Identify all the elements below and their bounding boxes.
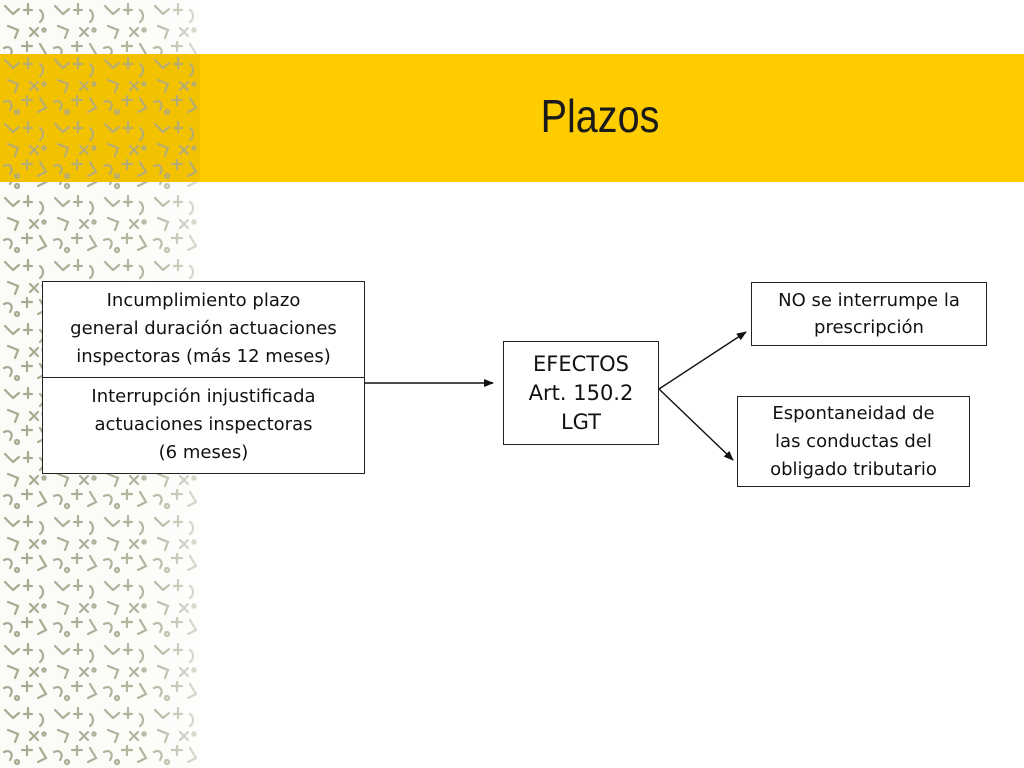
efectos-line-3: LGT bbox=[560, 409, 602, 434]
slide-title: Plazos bbox=[540, 90, 660, 142]
cause-incumplimiento-plazo: Incumplimiento plazo general duración ac… bbox=[43, 282, 364, 378]
espontaneidad-line-1: Espontaneidad de bbox=[772, 402, 935, 424]
cause-2-line-2: actuaciones inspectoras bbox=[94, 414, 313, 436]
espontaneidad-line-2: las conductas del bbox=[775, 430, 932, 452]
cause-2-line-3: (6 meses) bbox=[158, 442, 249, 464]
cause-1-line-1: Incumplimiento plazo bbox=[106, 290, 301, 312]
efectos-box: EFECTOS Art. 150.2 LGT bbox=[503, 341, 659, 445]
espontaneidad-line-3: obligado tributario bbox=[770, 458, 937, 480]
espontaneidad-box: Espontaneidad de las conductas del oblig… bbox=[737, 396, 970, 487]
arrow-to-espontaneidad bbox=[658, 388, 734, 461]
efectos-line-2: Art. 150.2 bbox=[528, 380, 634, 405]
no-interrumpe-line-1: NO se interrumpe la bbox=[778, 290, 960, 311]
cause-interrupcion-injustificada: Interrupción injustificada actuaciones i… bbox=[43, 378, 364, 474]
efectos-line-1: EFECTOS bbox=[533, 351, 629, 376]
title-band-pattern bbox=[0, 54, 200, 182]
causes-box: Incumplimiento plazo general duración ac… bbox=[42, 281, 365, 474]
no-interrumpe-box: NO se interrumpe la prescripción bbox=[751, 282, 987, 346]
arrow-to-no-interrumpe bbox=[658, 331, 747, 390]
cause-1-line-2: general duración actuaciones bbox=[70, 318, 337, 340]
cause-1-line-3: inspectoras (más 12 meses) bbox=[76, 346, 331, 368]
no-interrumpe-line-2: prescripción bbox=[814, 317, 924, 338]
cause-2-line-1: Interrupción injustificada bbox=[91, 386, 316, 408]
